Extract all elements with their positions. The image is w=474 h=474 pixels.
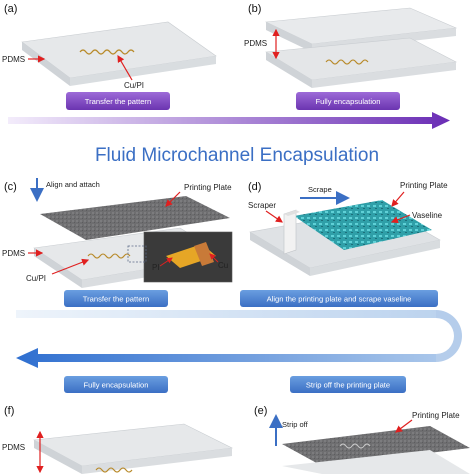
cu-pi-serpentine-b: [325, 59, 369, 65]
loop-top-band: [16, 310, 436, 318]
vaseline-layer: [294, 200, 432, 250]
printing-plate-c: [40, 196, 230, 240]
panel-c-plate-arrow: [165, 191, 181, 207]
scraper-blade: [283, 209, 297, 255]
panel-c-pi-label: PI: [152, 263, 160, 272]
pdms-upper-f-side: [82, 448, 232, 474]
step-align-scrape-button[interactable]: [240, 290, 438, 307]
step-transfer-mid-button[interactable]: [64, 290, 168, 307]
panel-d-scraper-arrow: [265, 210, 283, 223]
pdms-upper-f-front: [34, 440, 82, 474]
panel-b: (b) PDMS: [244, 3, 458, 88]
pdms-slab-e-top: [282, 450, 470, 474]
pdms-base-d-side: [310, 240, 440, 276]
inset-cu-block: [194, 242, 214, 266]
top-process-flow: Transfer the pattern Fully encapsulation: [8, 92, 450, 129]
panel-d-plate-label: Printing Plate: [400, 181, 448, 190]
panel-c-letter: (c): [4, 181, 17, 193]
panel-b-letter: (b): [248, 3, 261, 15]
panel-f-pdms-label: PDMS: [2, 443, 25, 452]
panel-d-letter: (d): [248, 181, 261, 193]
step-strip-plate-label: Strip off the printing plate: [306, 381, 390, 390]
step-fully-top-button[interactable]: [296, 92, 400, 110]
cu-pi-serpentine: [79, 49, 135, 55]
panel-e-letter: (e): [254, 405, 267, 417]
loop-process-flow: Transfer the pattern Align the printing …: [16, 290, 462, 393]
pdms-lower-side: [312, 62, 456, 88]
panel-c: (c) Align and attach Printing Plate PDMS…: [2, 178, 233, 288]
panel-c-pdms-label: PDMS: [2, 249, 25, 258]
panel-d-plate-arrow: [391, 191, 405, 207]
step-fully-bottom-label: Fully encapsulation: [83, 381, 148, 390]
pdms-base-d-front: [250, 232, 310, 276]
panel-d: (d) Scraper Scrape Printing Plate Vaseli…: [248, 181, 448, 276]
panel-e-plate-arrow: [395, 419, 413, 433]
panel-a-letter: (a): [4, 3, 17, 15]
panel-a-cupi-arrow: [117, 54, 133, 81]
step-transfer-top-button[interactable]: [66, 92, 170, 110]
section-title: Fluid Microchannel Encapsulation: [95, 145, 379, 166]
panel-c-pi-arrow: [159, 257, 173, 267]
panel-c-cu-arrow: [209, 253, 219, 263]
step-fully-bottom-button[interactable]: [64, 376, 168, 393]
panel-c-cupi-arrow: [51, 258, 90, 275]
panel-e-plate-label: Printing Plate: [412, 411, 460, 420]
step-align-scrape-label: Align the printing plate and scrape vase…: [267, 295, 412, 304]
panel-c-inset-zoom-frame: [127, 245, 147, 263]
panel-a-cupi-label: Cu/PI: [124, 81, 144, 90]
loop-bend: [436, 310, 462, 362]
purple-process-arrow: [8, 112, 450, 129]
step-transfer-mid-label: Transfer the pattern: [83, 295, 149, 304]
panel-f: (f) PDMS: [2, 405, 234, 474]
panel-a: (a) PDMS Cu/PI: [2, 3, 217, 90]
panel-d-scraper-label: Scraper: [248, 201, 276, 210]
panel-d-scrape-label: Scrape: [308, 185, 332, 194]
panel-e: (e) Strip off Printing Plate: [254, 405, 470, 474]
printing-plate-e: [282, 426, 470, 466]
panel-e-strip-label: Strip off: [282, 420, 309, 429]
pdms-slab-c-front: [34, 248, 82, 288]
scraper-top: [284, 210, 300, 216]
panel-a-pdms-label: PDMS: [2, 55, 25, 64]
step-strip-plate-button[interactable]: [290, 376, 406, 393]
panel-f-letter: (f): [4, 405, 14, 417]
loop-bottom-arrow: [16, 348, 436, 368]
panel-d-vaseline-label: Vaseline: [412, 211, 443, 220]
pdms-slab-side: [70, 56, 216, 86]
cu-pi-serpentine-c: [87, 253, 131, 259]
panel-c-align-label: Align and attach: [46, 180, 100, 189]
step-transfer-top-label: Transfer the pattern: [85, 97, 151, 106]
step-fully-top-label: Fully encapsulation: [315, 97, 380, 106]
pdms-lower-front: [266, 52, 312, 88]
panel-c-cupi-label: Cu/PI: [26, 274, 46, 283]
panel-d-vaseline-arrow: [390, 214, 411, 224]
panel-c-plate-label: Printing Plate: [184, 183, 232, 192]
pdms-slab-front: [22, 42, 70, 86]
panel-b-pdms-label: PDMS: [244, 39, 267, 48]
cu-pi-serpentine-f: [95, 467, 133, 473]
panel-c-cu-label: Cu: [218, 261, 228, 270]
cu-pi-serpentine-e: [339, 443, 371, 449]
